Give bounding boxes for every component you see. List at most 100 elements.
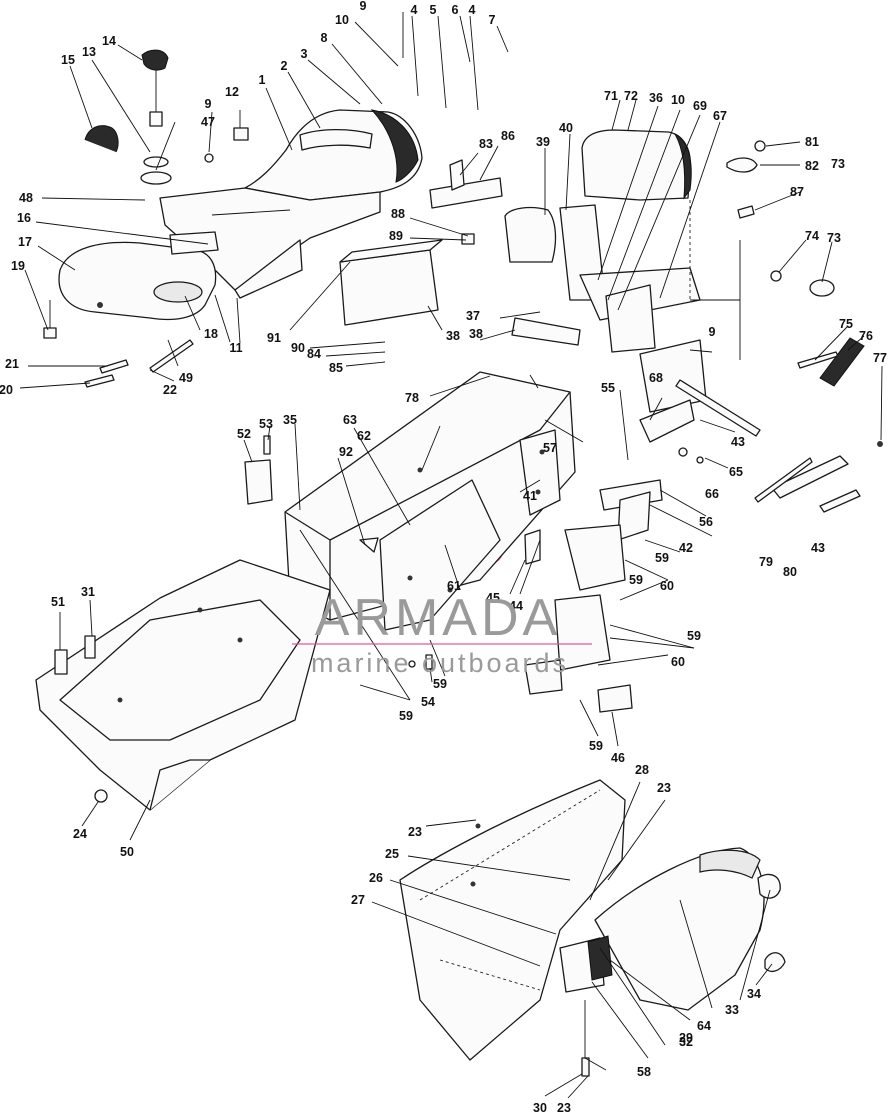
part-callout-59: 59 — [433, 677, 447, 691]
part-callout-81: 81 — [805, 135, 819, 149]
part-callout-69: 69 — [693, 99, 707, 113]
part-callout-45: 45 — [486, 591, 500, 605]
part-callout-3: 3 — [301, 47, 308, 61]
part-callout-76: 76 — [859, 329, 873, 343]
part-callout-53: 53 — [259, 417, 273, 431]
part-callout-2: 2 — [281, 59, 288, 73]
part-callout-50: 50 — [120, 845, 134, 859]
part-callout-58: 58 — [637, 1065, 651, 1079]
tank-fittings — [43, 300, 194, 388]
part-callout-67: 67 — [713, 109, 727, 123]
part-callout-24: 24 — [73, 827, 87, 841]
part-callout-5: 5 — [430, 3, 437, 17]
part-callout-56: 56 — [699, 515, 713, 529]
part-callout-55: 55 — [601, 381, 615, 395]
part-callout-71: 71 — [604, 89, 618, 103]
part-callout-91: 91 — [267, 331, 281, 345]
part-callout-88: 88 — [391, 207, 405, 221]
brackets-and-plates — [244, 435, 663, 713]
part-callout-62: 62 — [357, 429, 371, 443]
part-callout-36: 36 — [649, 91, 663, 105]
part-callout-27: 27 — [351, 893, 365, 907]
part-callout-23: 23 — [408, 825, 422, 839]
side-guard — [559, 847, 786, 1077]
part-callout-59: 59 — [687, 629, 701, 643]
part-callout-49: 49 — [179, 371, 193, 385]
part-callout-23: 23 — [657, 781, 671, 795]
part-callout-59: 59 — [399, 709, 413, 723]
backrest-assembly — [339, 129, 741, 360]
part-callout-20: 20 — [0, 383, 13, 397]
leader-lines — [19, 12, 883, 1099]
fuel-cap-assembly — [84, 49, 249, 185]
watermark-brand: ARMADA — [315, 589, 561, 647]
part-callout-1: 1 — [259, 73, 266, 87]
part-callout-9: 9 — [709, 325, 716, 339]
part-callout-4: 4 — [469, 3, 476, 17]
fuel-tank — [58, 231, 219, 321]
part-callout-64: 64 — [697, 1019, 711, 1033]
part-callout-21: 21 — [5, 357, 19, 371]
watermark: ARMADA marine outboards — [292, 589, 592, 678]
part-callout-9: 9 — [205, 97, 212, 111]
part-callout-40: 40 — [559, 121, 573, 135]
part-callout-29: 29 — [679, 1031, 693, 1045]
part-callout-7: 7 — [489, 13, 496, 27]
part-callout-28: 28 — [635, 763, 649, 777]
part-callout-60: 60 — [660, 579, 674, 593]
part-callout-73: 73 — [827, 231, 841, 245]
part-callout-23: 23 — [557, 1101, 571, 1114]
part-callout-15: 15 — [61, 53, 75, 67]
part-callout-10: 10 — [335, 13, 349, 27]
part-callout-17: 17 — [18, 235, 32, 249]
part-callout-52: 52 — [237, 427, 251, 441]
part-callout-16: 16 — [17, 211, 31, 225]
seat-assembly — [159, 109, 423, 299]
part-callout-10: 10 — [671, 93, 685, 107]
part-callout-13: 13 — [82, 45, 96, 59]
watermark-tagline: marine outboards — [311, 648, 569, 678]
part-callout-12: 12 — [225, 85, 239, 99]
part-callout-66: 66 — [705, 487, 719, 501]
part-callout-60: 60 — [671, 655, 685, 669]
part-callout-38: 38 — [469, 327, 483, 341]
part-callout-89: 89 — [389, 229, 403, 243]
part-callout-59: 59 — [589, 739, 603, 753]
part-callout-51: 51 — [51, 595, 65, 609]
part-callout-30: 30 — [533, 1101, 547, 1114]
part-callout-72: 72 — [624, 89, 638, 103]
part-callout-43: 43 — [731, 435, 745, 449]
part-callout-43: 43 — [811, 541, 825, 555]
part-callout-35: 35 — [283, 413, 297, 427]
part-callout-4: 4 — [411, 3, 418, 17]
part-callout-11: 11 — [229, 341, 242, 355]
part-callout-34: 34 — [747, 987, 761, 1001]
part-callout-19: 19 — [11, 259, 25, 273]
part-callout-68: 68 — [649, 371, 663, 385]
part-callout-92: 92 — [339, 445, 353, 459]
part-callout-78: 78 — [405, 391, 419, 405]
part-callout-59: 59 — [655, 551, 669, 565]
part-callout-37: 37 — [466, 309, 480, 323]
part-callout-8: 8 — [321, 31, 328, 45]
part-callout-54: 54 — [421, 695, 435, 709]
part-callout-26: 26 — [369, 871, 383, 885]
part-callout-73: 73 — [831, 157, 845, 171]
part-callout-38: 38 — [446, 329, 460, 343]
part-callout-85: 85 — [329, 361, 343, 375]
part-callout-79: 79 — [759, 555, 773, 569]
right-small-parts — [639, 140, 883, 513]
part-callout-42: 42 — [679, 541, 693, 555]
part-callout-57: 57 — [543, 441, 557, 455]
part-callout-77: 77 — [873, 351, 887, 365]
part-callout-6: 6 — [452, 3, 459, 17]
part-callout-39: 39 — [536, 135, 550, 149]
part-callout-41: 41 — [523, 489, 537, 503]
part-callout-46: 46 — [611, 751, 625, 765]
lower-tray — [35, 559, 331, 811]
part-callout-90: 90 — [291, 341, 305, 355]
part-callout-14: 14 — [102, 34, 116, 48]
part-callout-25: 25 — [385, 847, 399, 861]
part-callout-84: 84 — [307, 347, 321, 361]
